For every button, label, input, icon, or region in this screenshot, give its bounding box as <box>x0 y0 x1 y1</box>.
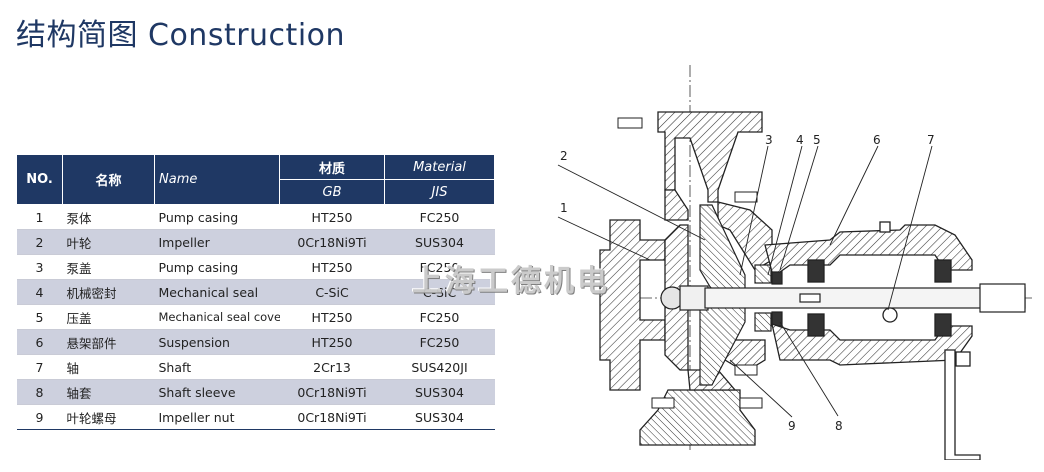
title-en: Construction <box>148 18 346 53</box>
header-material-zh: 材质 <box>279 154 385 180</box>
impeller <box>660 204 746 386</box>
table-row: 2 叶轮 Impeller 0Cr18Ni9Ti SUS304 <box>16 229 495 255</box>
table-row: 3 泵盖 Pump casing HT250 FC250 <box>16 254 495 280</box>
cell-jis: SUS420JI <box>384 354 495 380</box>
cell-name-en: Shaft <box>154 354 280 380</box>
callout-4: 4 <box>796 133 804 147</box>
cell-name-en: Suspension <box>154 329 280 355</box>
cell-gb: HT250 <box>279 204 385 230</box>
table-row: 7 轴 Shaft 2Cr13 SUS420JI <box>16 354 495 380</box>
cell-gb: HT250 <box>279 254 385 280</box>
cell-name-en: Impeller nut <box>154 404 280 430</box>
cell-gb: 2Cr13 <box>279 354 385 380</box>
header-name-en: Name <box>154 154 280 205</box>
table-row: 9 叶轮螺母 Impeller nut 0Cr18Ni9Ti SUS304 <box>16 404 495 430</box>
cell-no: 5 <box>16 304 63 330</box>
cell-name-zh: 泵盖 <box>62 254 155 280</box>
cell-gb: C-SiC <box>279 279 385 305</box>
cell-jis: SUS304 <box>384 379 495 405</box>
cell-name-en: Pump casing <box>154 254 280 280</box>
cell-no: 9 <box>16 404 63 430</box>
callout-9: 9 <box>788 419 796 433</box>
header-jis: JIS <box>384 179 495 205</box>
shaft <box>704 283 1026 313</box>
cell-no: 4 <box>16 279 63 305</box>
header-no: NO. <box>16 154 63 205</box>
cell-gb: HT250 <box>279 304 385 330</box>
table-row: 8 轴套 Shaft sleeve 0Cr18Ni9Ti SUS304 <box>16 379 495 405</box>
header-name-zh: 名称 <box>62 154 155 205</box>
cell-gb: 0Cr18Ni9Ti <box>279 379 385 405</box>
callout-3: 3 <box>765 133 773 147</box>
cell-no: 1 <box>16 204 63 230</box>
cell-name-en: Shaft sleeve <box>154 379 280 405</box>
cell-name-zh: 压盖 <box>62 304 155 330</box>
cell-name-en: Impeller <box>154 229 280 255</box>
page-title: 结构简图 Construction <box>16 10 345 54</box>
cell-name-en: Mechanical seal <box>154 279 280 305</box>
cell-gb: 0Cr18Ni9Ti <box>279 229 385 255</box>
cell-jis: C-SiC <box>384 279 495 305</box>
title-zh: 结构简图 <box>16 18 138 53</box>
callout-5: 5 <box>813 133 821 147</box>
cell-jis: SUS304 <box>384 404 495 430</box>
cell-name-zh: 叶轮 <box>62 229 155 255</box>
mechanical-seal <box>754 264 783 332</box>
cell-name-en: Mechanical seal cover <box>154 304 280 330</box>
cell-jis: FC250 <box>384 204 495 230</box>
pump-cross-section-diagram: 1 2 3 4 5 6 7 8 9 <box>557 65 1035 460</box>
parts-table: NO. 名称 Name 材质 Material GB JIS 1 泵体 Pump… <box>16 154 495 430</box>
cell-no: 8 <box>16 379 63 405</box>
cell-name-zh: 轴 <box>62 354 155 380</box>
cell-gb: HT250 <box>279 329 385 355</box>
cell-no: 7 <box>16 354 63 380</box>
callout-leaders <box>557 145 933 418</box>
cell-jis: FC250 <box>384 329 495 355</box>
cell-no: 6 <box>16 329 63 355</box>
table-row: 6 悬架部件 Suspension HT250 FC250 <box>16 329 495 355</box>
table-row: 1 泵体 Pump casing HT250 FC250 <box>16 204 495 230</box>
header-material-en: Material <box>384 154 495 180</box>
cell-no: 2 <box>16 229 63 255</box>
table-row: 5 压盖 Mechanical seal cover HT250 FC250 <box>16 304 495 330</box>
cell-name-zh: 叶轮螺母 <box>62 404 155 430</box>
cell-jis: SUS304 <box>384 229 495 255</box>
cell-name-zh: 轴套 <box>62 379 155 405</box>
watermark: 上海工德机电 <box>412 264 610 299</box>
callout-7: 7 <box>927 133 935 147</box>
cell-jis: FC250 <box>384 254 495 280</box>
cell-name-zh: 悬架部件 <box>62 329 155 355</box>
callout-2: 2 <box>560 149 568 163</box>
suspension <box>764 221 981 460</box>
callout-6: 6 <box>873 133 881 147</box>
cell-name-en: Pump casing <box>154 204 280 230</box>
table-row: 4 机械密封 Mechanical seal C-SiC C-SiC <box>16 279 495 305</box>
header-gb: GB <box>279 179 385 205</box>
cell-jis: FC250 <box>384 304 495 330</box>
cell-name-zh: 泵体 <box>62 204 155 230</box>
cell-no: 3 <box>16 254 63 280</box>
callout-1: 1 <box>560 201 568 215</box>
callout-8: 8 <box>835 419 843 433</box>
cell-gb: 0Cr18Ni9Ti <box>279 404 385 430</box>
cell-name-zh: 机械密封 <box>62 279 155 305</box>
callout-labels: 1 2 3 4 5 6 7 8 9 <box>560 133 935 433</box>
